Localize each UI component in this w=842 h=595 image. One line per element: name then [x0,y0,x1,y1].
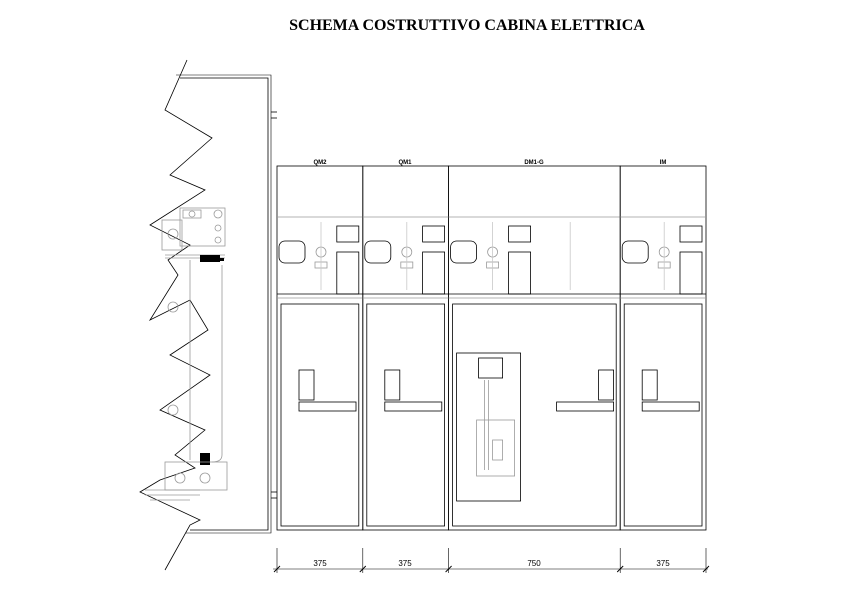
terminal-block-lower [200,453,210,465]
panel-frame [276,165,364,531]
panel-im [619,165,707,531]
dimension-value-im: 375 [656,559,670,568]
indicator-window [364,240,392,264]
terminal-block-upper [200,255,220,262]
panel-label-qm1: QM1 [398,160,412,166]
door-panel [280,303,360,527]
door-handle-plate [598,369,614,401]
door-handle-plate [298,369,315,401]
door-panel [452,303,617,527]
panel-dm1g [448,165,621,531]
breaker-window [456,352,522,502]
dimension-value-qm2: 375 [313,559,327,568]
busbar-block-upper [161,207,226,259]
control-box-upper [422,225,446,243]
control-box-upper [508,225,532,243]
door-handle-bar [641,401,700,412]
side-section-view [139,59,277,571]
door-handle-bar [556,401,614,412]
panel-frame [619,165,707,531]
breaker-meter [478,357,504,379]
control-box-upper [679,225,703,243]
panel-qm2 [276,165,364,531]
panel-label-dm1g: DM1-G [524,160,544,166]
control-box-lower [422,251,446,295]
panel-label-im: IM [660,160,667,166]
break-line [139,59,213,571]
door-handle-bar [384,401,443,412]
busbar-block-lower [145,461,228,501]
control-box-upper [336,225,360,243]
diagram-title: SCHEMA COSTRUTTIVO CABINA ELETTRICA [289,17,645,34]
door-panel [366,303,445,527]
door-handle-plate [641,369,658,401]
front-elevation [276,165,707,531]
dimension-line [273,548,710,573]
control-box-lower [679,251,703,295]
panel-frame [448,165,621,531]
panel-frame [362,165,449,531]
indicator-window [621,240,649,264]
door-handle-plate [384,369,401,401]
indicator-window [450,240,478,264]
dimension-value-qm1: 375 [398,559,412,568]
door-panel [623,303,703,527]
indicator-window [278,240,306,264]
dimension-value-dm1g: 750 [527,559,541,568]
breaker-body [476,419,516,477]
panel-qm1 [362,165,449,531]
control-box-lower [336,251,360,295]
panel-label-qm2: QM2 [313,160,327,166]
cabinet-side-outline [180,77,269,531]
door-handle-bar [298,401,357,412]
control-box-lower [508,251,532,295]
